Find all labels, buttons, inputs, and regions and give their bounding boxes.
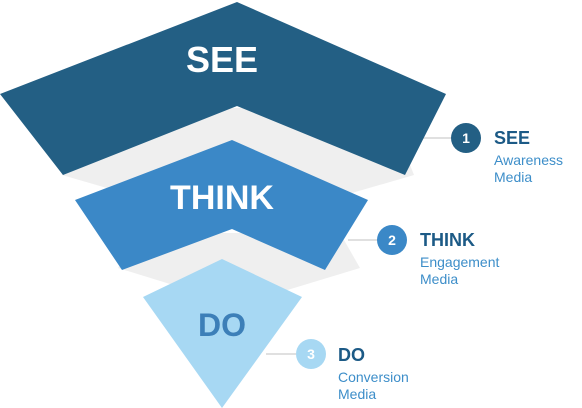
tier-label-see: SEE bbox=[186, 39, 258, 80]
funnel-tier-think bbox=[75, 140, 368, 270]
badge-3-circle bbox=[296, 339, 326, 369]
badge-1-number: 1 bbox=[462, 130, 470, 146]
legend-see-line2: Media bbox=[494, 169, 533, 185]
legend-do: DO Conversion Media bbox=[338, 345, 409, 403]
legend-think: THINK Engagement Media bbox=[420, 230, 499, 288]
badge-2-number: 2 bbox=[388, 232, 396, 248]
badge-1-circle bbox=[451, 123, 481, 153]
legend-do-line2: Media bbox=[338, 386, 377, 402]
legend-see: SEE Awareness Media bbox=[494, 128, 563, 186]
badge-3-number: 3 bbox=[307, 346, 315, 362]
legend-think-title: THINK bbox=[420, 230, 475, 250]
badge-2-circle bbox=[377, 225, 407, 255]
funnel-tier-do bbox=[143, 259, 302, 408]
legend-see-line1: Awareness bbox=[494, 152, 564, 168]
legend-see-title: SEE bbox=[494, 128, 531, 148]
funnel-tier-see bbox=[0, 2, 446, 175]
legend-think-line2: Media bbox=[420, 271, 459, 287]
legend-do-line1: Conversion bbox=[338, 369, 409, 385]
legend-do-title: DO bbox=[338, 345, 365, 365]
tier-label-think: THINK bbox=[170, 179, 274, 217]
tier-label-do: DO bbox=[198, 307, 246, 343]
legend-think-line1: Engagement bbox=[420, 254, 500, 270]
